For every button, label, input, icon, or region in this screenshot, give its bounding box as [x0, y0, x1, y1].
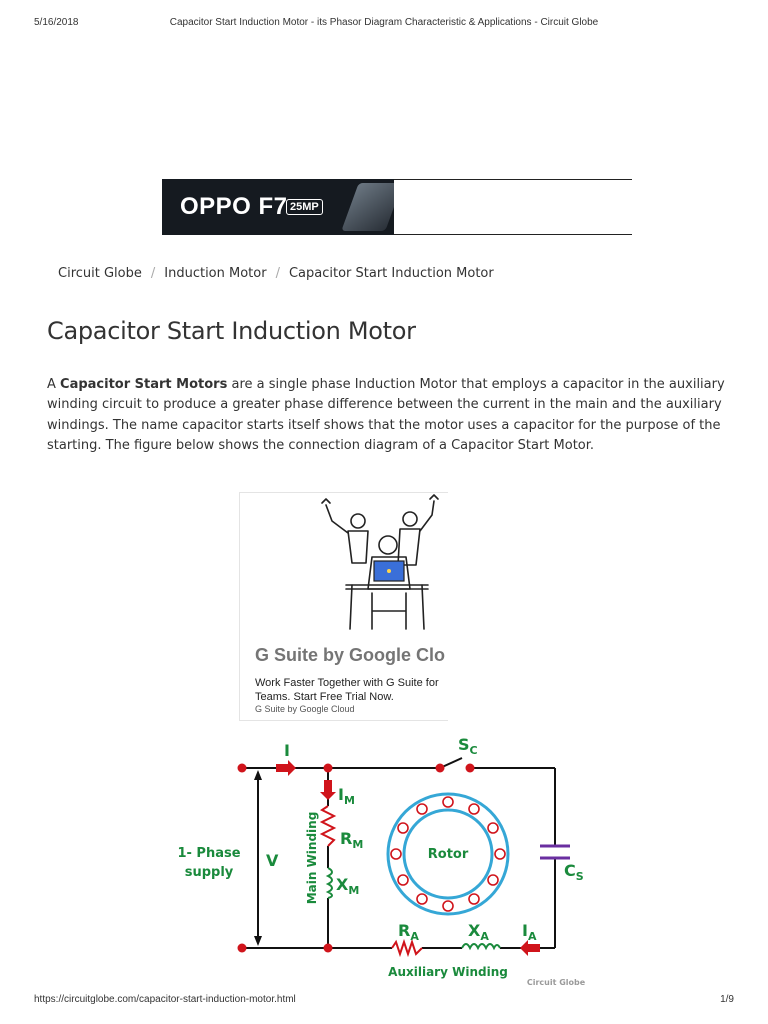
main-winding-label: Main Winding: [305, 812, 319, 905]
print-date: 5/16/2018: [34, 17, 79, 28]
intro-text: are a single phase Induction Motor that …: [47, 377, 725, 453]
camera-mp-badge: 25MP: [286, 199, 323, 215]
print-page-title: Capacitor Start Induction Motor - its Ph…: [169, 17, 599, 28]
watermark: Circuit Globe: [527, 978, 586, 987]
start-capacitor: [540, 844, 570, 860]
breadcrumb-link-home[interactable]: Circuit Globe: [58, 266, 142, 281]
breadcrumb-link-induction-motor[interactable]: Induction Motor: [164, 266, 267, 281]
intro-term: Capacitor Start Motors: [60, 377, 228, 392]
aux-reactance-label: XA: [468, 921, 489, 943]
supply-current-label: I: [284, 741, 290, 760]
main-current-arrow: [320, 780, 336, 800]
rotor-label: Rotor: [428, 847, 469, 862]
rotor: [386, 792, 510, 916]
main-inductor: [325, 867, 333, 899]
banner-blank-area: [394, 179, 632, 235]
main-resistor: [319, 805, 337, 847]
print-page-number: 1/9: [720, 994, 734, 1005]
intro-prefix: A: [47, 377, 61, 392]
aux-resistor: [391, 938, 423, 958]
print-footer: https://circuitglobe.com/capacitor-start…: [0, 994, 768, 1008]
aux-resistance-label: RA: [398, 921, 419, 943]
team-illustration: [321, 494, 439, 630]
aux-current-arrow: [520, 940, 540, 956]
capacitor-label: CS: [564, 861, 584, 883]
ad-advertiser: G Suite by Google Cloud: [255, 704, 355, 714]
article-title: Capacitor Start Induction Motor: [47, 317, 416, 345]
ad-headline[interactable]: G Suite by Google Clo: [255, 645, 446, 665]
breadcrumb-current: Capacitor Start Induction Motor: [288, 266, 494, 281]
breadcrumb-separator: /: [275, 266, 280, 281]
intro-paragraph: A Capacitor Start Motors are a single ph…: [47, 375, 727, 456]
main-resistance-label: RM: [340, 829, 363, 851]
print-header: 5/16/2018 Capacitor Start Induction Moto…: [0, 17, 768, 31]
oppo-logo: OPPO F7: [180, 193, 288, 220]
ad-description: Work Faster Together with G Suite for Te…: [255, 677, 439, 703]
switch-label: SC: [458, 735, 478, 757]
supply-label-line1: 1- Phase: [177, 846, 240, 861]
circuit-nodes: [237, 763, 475, 953]
rotor-slots: [390, 796, 506, 912]
breadcrumb: Circuit Globe / Induction Motor / Capacitor …: [58, 266, 494, 281]
supply-current-arrow: [276, 760, 296, 776]
breadcrumb-separator: /: [150, 266, 156, 281]
main-reactance-label: XM: [336, 875, 359, 897]
oppo-banner-ad[interactable]: OPPO F7 25MP: [162, 179, 632, 235]
capacitor-start-motor-diagram: 1- Phase supply V I IM RM XM Main Windin…: [177, 735, 586, 987]
voltage-label: V: [266, 851, 279, 870]
print-url: https://circuitglobe.com/capacitor-start…: [34, 994, 296, 1005]
aux-inductor: [461, 943, 501, 951]
aux-winding-label: Auxiliary Winding: [388, 965, 508, 979]
gsuite-ad[interactable]: G Suite by Google Clo Work Faster Togeth…: [239, 492, 448, 721]
voltage-arrowheads: [254, 770, 262, 946]
aux-current-label: IA: [522, 921, 537, 943]
main-current-label: IM: [338, 785, 355, 807]
supply-label-line2: supply: [185, 865, 234, 880]
